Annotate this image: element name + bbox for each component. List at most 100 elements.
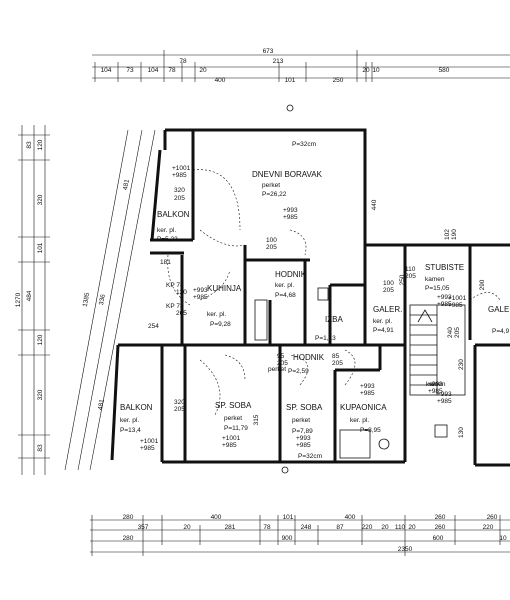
svg-text:BALKON: BALKON	[157, 210, 190, 219]
bottom-dim: 220	[483, 524, 494, 531]
bottom-dim: 357	[138, 524, 149, 531]
bottom-dim: 900	[282, 535, 293, 542]
svg-text:P=7,89: P=7,89	[292, 428, 313, 435]
svg-text:+985: +985	[193, 294, 208, 301]
door-swings	[167, 169, 501, 416]
svg-text:ker. pl.: ker. pl.	[120, 417, 139, 424]
svg-text:P=1,13: P=1,13	[315, 335, 336, 342]
svg-text:BALKON: BALKON	[120, 403, 153, 412]
svg-text:P=4,9: P=4,9	[492, 328, 510, 335]
svg-text:205: 205	[174, 406, 185, 413]
left-dim: 320	[37, 389, 44, 400]
svg-text:+993: +993	[428, 381, 443, 388]
svg-text:P=9,28: P=9,28	[210, 321, 231, 328]
svg-text:100: 100	[383, 280, 394, 287]
top-dim: 10	[372, 67, 380, 74]
svg-text:130: 130	[458, 427, 465, 438]
left-dimension-lines: 83 120 320 101 1270 484 120 320 83	[15, 125, 50, 475]
bathtub	[339, 429, 371, 459]
top-dim: 78	[168, 67, 176, 74]
svg-text:+993: +993	[283, 207, 298, 214]
misc-labels: 440 290 315 250 kamen	[253, 199, 486, 425]
svg-text:+985: +985	[448, 302, 463, 309]
walls	[110, 128, 510, 467]
svg-text:254: 254	[148, 323, 159, 330]
left-dim: 120	[37, 139, 44, 150]
bottom-dim: 78	[263, 524, 271, 531]
svg-text:205: 205	[383, 287, 394, 294]
bottom-dim: 10	[499, 535, 507, 542]
svg-text:+985: +985	[437, 398, 452, 405]
svg-text:+993: +993	[437, 391, 452, 398]
top-dimension-lines: 673 104 73 104 78 78 20 213 20 10 400 10…	[92, 48, 510, 84]
left-dim: 101	[37, 242, 44, 253]
svg-text:320: 320	[174, 187, 185, 194]
svg-text:P=4,91: P=4,91	[373, 327, 394, 334]
bottom-dim: 280	[123, 514, 134, 521]
svg-text:P=15,05: P=15,05	[425, 285, 450, 292]
svg-text:+993: +993	[437, 294, 452, 301]
bottom-dim: 2350	[398, 546, 413, 553]
svg-text:ker. pl.: ker. pl.	[157, 227, 176, 234]
svg-text:KP 78: KP 78	[166, 303, 184, 310]
svg-text:+993: +993	[193, 287, 208, 294]
svg-text:SP. SOBA: SP. SOBA	[215, 401, 252, 410]
room-balkon-bottom: BALKON ker. pl. P=13,4	[120, 403, 153, 434]
svg-text:+1001: +1001	[172, 165, 191, 172]
svg-text:205: 205	[266, 244, 277, 251]
room-kupaonica: KUPAONICA ker. pl. P=8,95	[340, 403, 387, 434]
svg-text:perket: perket	[268, 366, 286, 373]
svg-text:P=32cm: P=32cm	[292, 141, 316, 148]
svg-text:85: 85	[332, 353, 340, 360]
svg-text:290: 290	[479, 279, 486, 290]
top-dim: 400	[215, 77, 226, 84]
top-dim: 104	[148, 67, 159, 74]
bottom-dim: 20	[408, 524, 416, 531]
svg-text:SP. SOBA: SP. SOBA	[286, 403, 323, 412]
svg-text:181: 181	[160, 259, 171, 266]
svg-text:+993: +993	[360, 383, 375, 390]
top-dim: 104	[101, 67, 112, 74]
opening-labels: +1001 +985 320 205 KP 78 120 KP 78 205 2…	[140, 141, 467, 460]
top-dim: 73	[126, 67, 134, 74]
svg-text:+985: +985	[360, 390, 375, 397]
svg-text:perket: perket	[224, 415, 242, 422]
room-balkon-top: BALKON ker. pl. P=5,23	[157, 210, 190, 243]
bottom-dim: 600	[433, 535, 444, 542]
svg-text:P=32cm: P=32cm	[298, 453, 322, 460]
svg-text:+985: +985	[437, 301, 452, 308]
bottom-dim: 260	[435, 514, 446, 521]
svg-text:320: 320	[174, 399, 185, 406]
bottom-dim: 101	[283, 514, 294, 521]
svg-text:IZBA: IZBA	[325, 315, 343, 324]
bottom-dim: 400	[345, 514, 356, 521]
bottom-dim: 87	[336, 524, 344, 531]
svg-text:HODNIK: HODNIK	[275, 270, 307, 279]
left-dim: 120	[37, 334, 44, 345]
bottom-dim: 20	[381, 524, 389, 531]
marker-circle	[281, 466, 289, 474]
svg-text:205: 205	[176, 310, 187, 317]
svg-text:+985: +985	[296, 442, 311, 449]
svg-text:P=5,23: P=5,23	[157, 236, 178, 243]
svg-text:KUHINJA: KUHINJA	[207, 284, 242, 293]
left-dim: 83	[37, 444, 44, 452]
diagonal-dimension-lines: 481 481 1385 336	[64, 129, 156, 471]
top-dim: 101	[285, 77, 296, 84]
room-hodnik-upper: HODNIK ker. pl. P=4,68	[275, 270, 307, 299]
bottom-dim: 260	[487, 514, 498, 521]
bottom-dim: 280	[123, 535, 134, 542]
svg-text:+985: +985	[428, 388, 443, 395]
svg-text:440: 440	[371, 199, 378, 210]
room-kuhinja: KUHINJA ker. pl. P=9,28	[207, 284, 242, 328]
left-dim: 83	[26, 141, 33, 149]
svg-text:+985: +985	[283, 214, 298, 221]
svg-text:205: 205	[405, 273, 416, 280]
svg-text:205: 205	[277, 360, 288, 367]
bottom-dim: 20	[183, 524, 191, 531]
svg-text:205: 205	[174, 195, 185, 202]
diag-dim: 336	[98, 293, 107, 305]
fixtures	[254, 104, 390, 474]
svg-text:ker. pl.: ker. pl.	[373, 318, 392, 325]
